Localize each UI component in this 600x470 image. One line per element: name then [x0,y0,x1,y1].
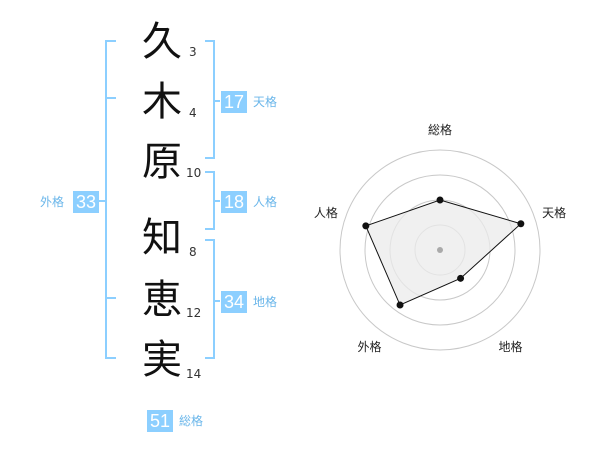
radar-point-1 [436,196,444,204]
radar-axis-label-2: 天格 [542,205,566,220]
radar-point-5 [362,222,370,230]
gaikaku-badge: 33 [73,191,99,213]
radar-ring-4 [339,149,541,351]
soukaku-badge: 51 [147,410,173,432]
name-char-1: 久 [142,19,182,65]
radar-polygon [365,199,522,306]
radar-axis-label-3: 地格 [499,339,523,354]
stroke-count-6: 14 [186,367,202,381]
radar-center-dot [437,247,443,253]
name-char-4: 知 [142,215,182,261]
tenkaku-label: 天格 [253,95,278,109]
radar-point-4 [396,301,404,309]
stroke-count-3: 10 [186,166,202,180]
stroke-count-4: 8 [189,245,197,259]
radar-ring-3 [364,174,516,326]
radar-axis-label-1: 総格 [428,122,452,137]
name-char-5: 恵 [142,277,182,323]
radar-axis-label-5: 人格 [314,205,338,220]
name-char-3: 原 [142,139,182,185]
name-char-6: 実 [142,337,182,383]
chikaku-badge: 34 [221,291,247,313]
radar-point-3 [457,274,465,282]
radar-axis-label-4: 外格 [357,339,381,354]
jinkaku-label: 人格 [253,195,278,209]
chikaku-label: 地格 [253,295,278,309]
jinkaku-badge: 18 [221,191,247,213]
radar-point-2 [517,220,525,228]
name-char-2: 木 [142,79,182,125]
stroke-count-1: 3 [189,45,197,59]
soukaku-label: 総格 [179,414,204,428]
gaikaku-label: 外格 [40,195,65,209]
stroke-count-5: 12 [186,306,202,320]
stroke-count-2: 4 [189,106,197,120]
tenkaku-badge: 17 [221,91,247,113]
